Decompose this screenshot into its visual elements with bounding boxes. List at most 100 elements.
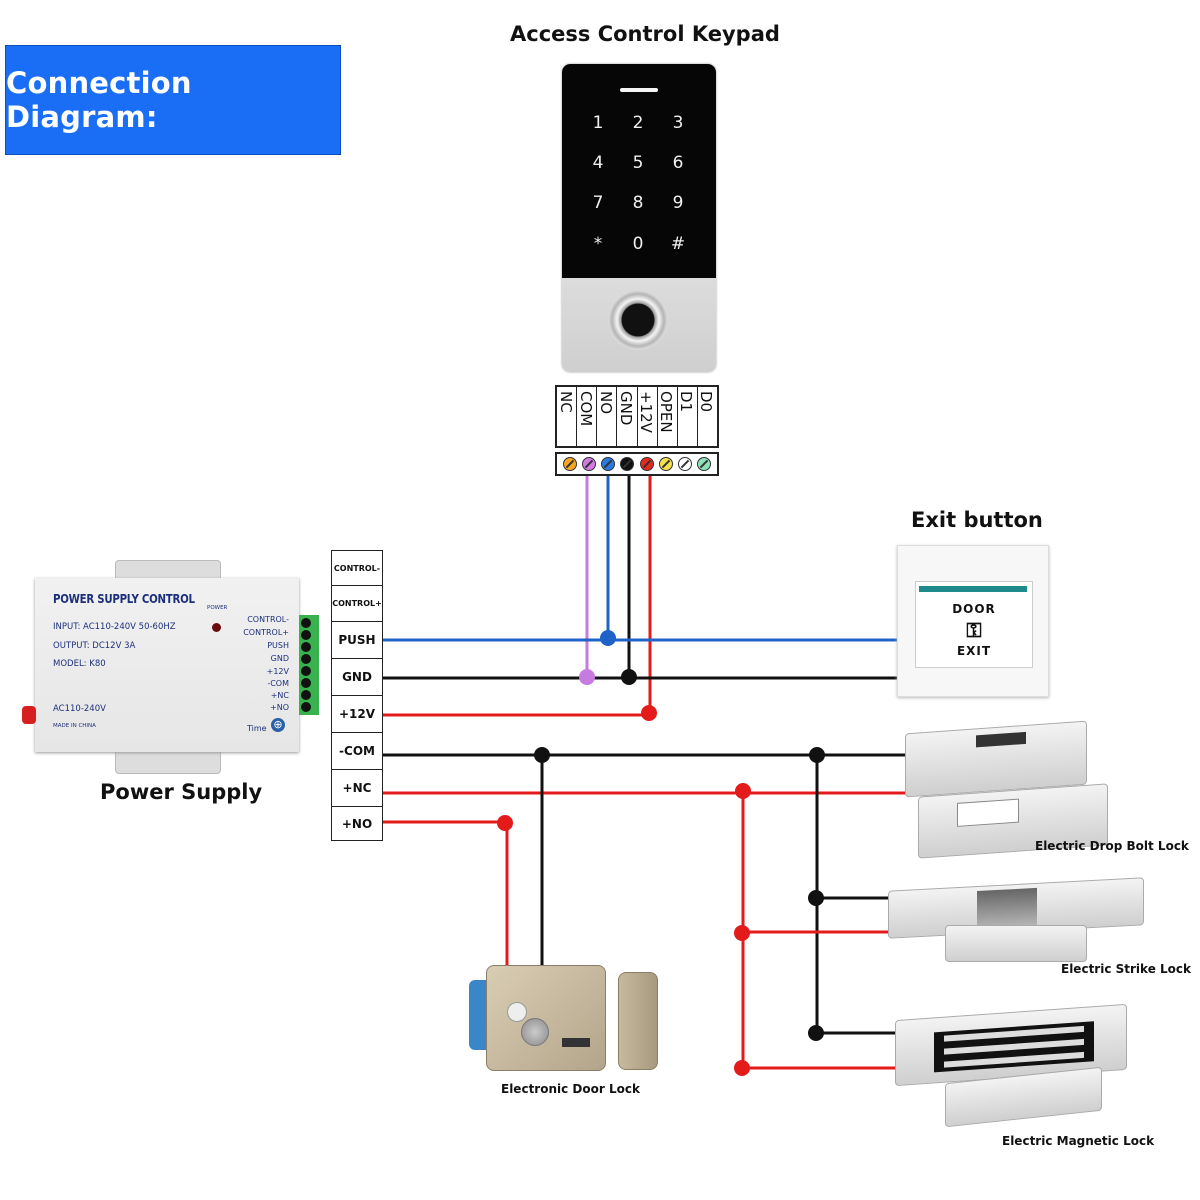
key-4[interactable]: 4 [592,153,604,173]
junction-black [534,747,550,763]
junction-blue [600,630,616,646]
door-lock-button-icon [507,1002,527,1022]
title-banner: Connection Diagram: [5,45,341,155]
time-adjust-knob-icon[interactable]: ⊕ [271,718,285,732]
psu-terminal-label: CONTROL- [247,615,289,624]
exit-exit-text: EXIT [956,644,992,658]
psu-input-spec: INPUT: AC110-240V 50-60HZ [53,622,176,632]
psu-terminal-label: +12V [266,667,289,676]
connector-com: -COM [331,733,383,770]
magnetic-lock-core [934,1021,1094,1073]
psu-mount-tab [115,750,221,774]
key-star[interactable]: * [593,234,603,254]
magnetic-lock-caption: Electric Magnetic Lock [1002,1134,1155,1148]
drop-bolt-serial-plate [957,798,1019,827]
screw-d0-icon [697,457,712,471]
strike-lock-caption: Electric Strike Lock [1061,962,1191,976]
psu-model: MODEL: K80 [53,659,106,669]
power-supply-unit: POWER SUPPLY CONTROL INPUT: AC110-240V 5… [35,578,299,752]
screw-12v-icon [639,457,654,471]
psu-terminal-label: CONTROL+ [243,628,289,637]
key-0[interactable]: 0 [632,234,644,254]
psu-made-in: MADE IN CHINA [53,723,96,729]
screw-d1-icon [678,457,693,471]
junction-red [641,705,657,721]
psu-terminal-block [299,615,319,715]
power-led-icon [212,623,221,632]
psu-ac-label: AC110-240V [53,704,106,714]
connector-control-plus: CONTROL+ [331,586,383,622]
screw-no-icon [601,457,616,471]
connector-gnd: GND [331,659,383,696]
key-2[interactable]: 2 [632,113,644,133]
door-lock-blue-side [469,980,491,1050]
exit-button-heading: Exit button [911,508,1043,532]
psu-output-spec: OUTPUT: DC12V 3A [53,641,136,651]
key-5[interactable]: 5 [632,153,644,173]
key-9[interactable]: 9 [672,193,684,213]
status-led-icon [620,88,658,92]
junction-black [809,747,825,763]
connector-12v: +12V [331,696,383,733]
junction-red [735,783,751,799]
junction-black [621,669,637,685]
exit-door-text: DOOR [952,602,996,616]
junction-red [497,815,513,831]
psu-time-label: Time [247,724,267,733]
key-1[interactable]: 1 [592,113,604,133]
key-hash[interactable]: # [670,234,686,254]
psu-terminal-label: GND [270,654,289,663]
exit-button[interactable]: DOOR ⚿ EXIT [897,545,1049,697]
junction-red [734,925,750,941]
drop-bolt-lock-caption: Electric Drop Bolt Lock [1035,839,1189,853]
title-text: Connection Diagram: [6,66,192,134]
junction-purple [579,669,595,685]
junction-black [808,890,824,906]
door-lock-caption: Electronic Door Lock [501,1082,640,1096]
exit-button-face[interactable]: DOOR ⚿ EXIT [915,581,1033,668]
access-control-keypad: 1 2 3 4 5 6 7 8 9 * 0 # [562,64,716,372]
key-7[interactable]: 7 [592,193,604,213]
connector-no: +NO [331,807,383,841]
terminal-label: NC [557,387,578,446]
power-supply-caption: Power Supply [100,780,263,804]
keypad-terminal-labels: NC COM NO GND +12V OPEN D1 D0 [555,385,719,448]
exit-indicator-bar [919,586,1027,592]
screw-gnd-icon [620,457,635,471]
screw-nc-icon [562,457,577,471]
connector-push: PUSH [331,622,383,659]
key-6[interactable]: 6 [672,153,684,173]
connector-column: CONTROL- CONTROL+ PUSH GND +12V -COM +NC… [331,550,383,841]
door-lock-strike [618,972,658,1070]
terminal-label: OPEN [657,387,678,446]
terminal-label: COM [577,387,598,446]
connector-control-minus: CONTROL- [331,550,383,586]
psu-device-title: POWER SUPPLY CONTROL [53,592,195,606]
terminal-label: D0 [697,391,716,413]
drop-bolt-label-plate [976,731,1026,748]
key-8[interactable]: 8 [632,193,644,213]
terminal-label: GND [617,387,638,446]
screw-open-icon [658,457,673,471]
psu-terminal-label: PUSH [267,641,289,650]
key-3[interactable]: 3 [672,113,684,133]
key-icon: ⚿ [966,618,982,642]
junction-red [734,1060,750,1076]
psu-power-label: POWER [207,605,228,611]
fuse-icon [22,706,36,724]
keyhole-icon [521,1018,549,1046]
strike-lock-housing [945,925,1087,962]
door-lock-brand-plate [562,1038,590,1047]
keypad-heading: Access Control Keypad [510,22,780,46]
terminal-label: D1 [677,387,698,446]
keypad-touch-panel: 1 2 3 4 5 6 7 8 9 * 0 # [562,64,716,278]
electronic-door-lock [486,965,606,1071]
psu-terminal-label: +NO [270,703,289,712]
terminal-label: +12V [637,387,658,446]
screw-com-icon [581,457,596,471]
fingerprint-sensor-icon [608,290,668,350]
psu-terminal-label: -COM [267,679,289,688]
junction-black [808,1025,824,1041]
terminal-label: NO [597,387,618,446]
